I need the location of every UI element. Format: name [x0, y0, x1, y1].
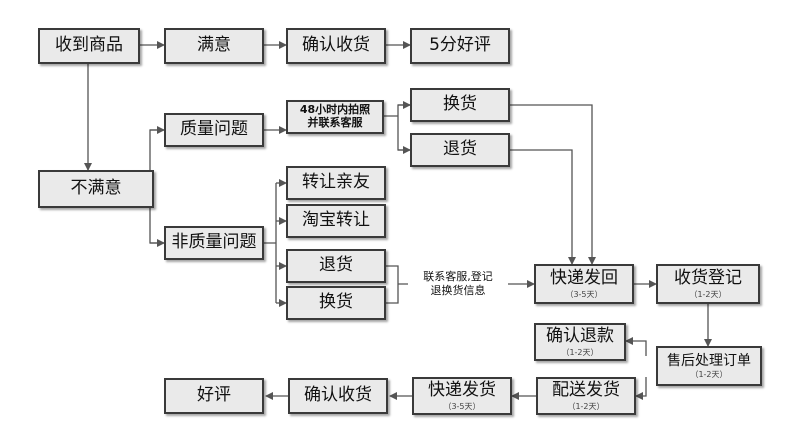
express-ship-duration: （3-5天） [443, 401, 481, 411]
node-five-star-review: 5分好评 [410, 28, 510, 64]
node-transfer-friend: 转让亲友 [286, 166, 386, 200]
node-ship-out: 配送发货（1-2天） [536, 377, 636, 415]
node-return-top: 退货 [410, 133, 510, 167]
node-unsatisfied: 不满意 [38, 170, 154, 208]
branch-contact [384, 104, 410, 151]
node-satisfied: 满意 [164, 28, 264, 64]
node-quality-issue: 质量问题 [164, 113, 264, 147]
node-good-review: 好评 [164, 378, 264, 414]
node-after-sale: 售后处理订单（1-2天） [656, 346, 762, 386]
node-exchange-top: 换货 [410, 88, 510, 122]
node-confirm-receipt-bottom: 确认收货 [288, 378, 388, 414]
node-express-ship: 快递发货（3-5天） [412, 377, 512, 415]
merge-mid [386, 265, 408, 304]
arrow-aftersale-to-ship [635, 377, 647, 400]
node-non-quality-issue: 非质量问题 [164, 226, 264, 260]
node-contact-service-photo: 48小时内拍照 并联系客服 [286, 100, 384, 134]
node-receipt-register: 收货登记（1-2天） [656, 264, 760, 304]
ship-out-duration: （1-2天） [567, 401, 605, 411]
express-return-duration: （3-5天） [565, 289, 603, 299]
branch-nonquality [264, 183, 277, 303]
node-confirm-receipt-top: 确认收货 [286, 28, 386, 64]
arrow-return-top-down [510, 149, 576, 265]
arrow-aftersale-to-refund [625, 337, 647, 356]
node-return-mid: 退货 [286, 249, 386, 283]
node-confirm-refund: 确认退款（1-2天） [534, 323, 626, 361]
node-receive-goods: 收到商品 [38, 28, 140, 64]
arrow-exchange-top-down [510, 104, 596, 265]
node-express-return: 快递发回（3-5天） [534, 264, 634, 304]
confirm-refund-duration: （1-2天） [561, 347, 599, 357]
node-exchange-mid: 换货 [286, 286, 386, 320]
after-sale-duration: （1-2天） [690, 369, 728, 379]
receipt-register-duration: （1-2天） [689, 289, 727, 299]
node-contact-register: 联系客服,登记 退换货信息 [423, 270, 493, 298]
node-taobao-transfer: 淘宝转让 [286, 204, 386, 238]
